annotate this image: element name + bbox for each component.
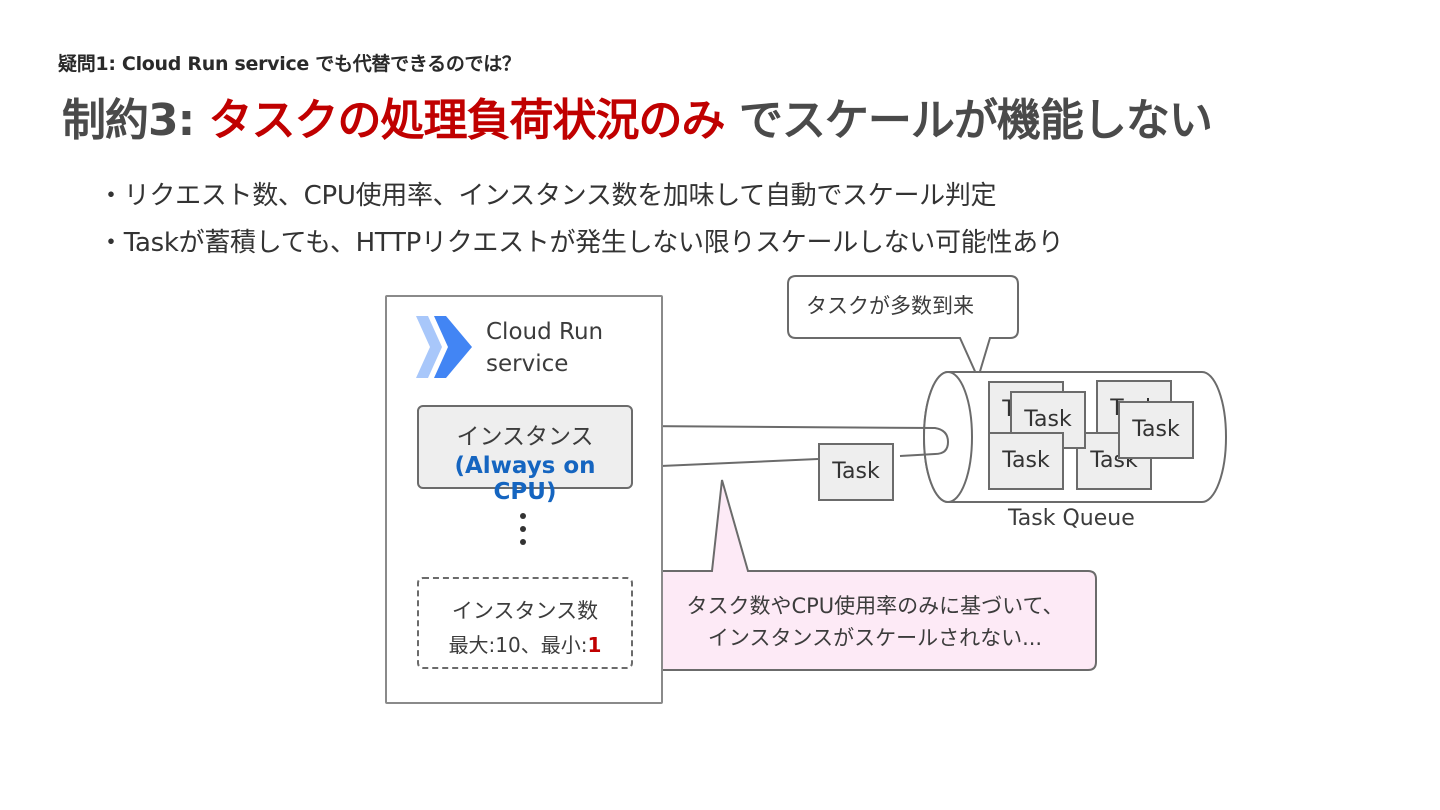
bullet-item: ・リクエスト数、CPU使用率、インスタンス数を加味して自動でスケール判定 bbox=[98, 181, 997, 211]
title-highlight: タスクの処理負荷状況のみ bbox=[208, 95, 726, 146]
vertical-ellipsis-icon bbox=[520, 513, 526, 545]
title-prefix: 制約3: bbox=[62, 95, 209, 146]
service-name-line1: Cloud Run bbox=[486, 319, 604, 345]
service-name-line2: service bbox=[486, 351, 569, 377]
instance-box: インスタンス (Always on CPU) bbox=[417, 405, 633, 505]
queue-task: Task bbox=[988, 432, 1064, 490]
slide-subtitle: 疑問1: Cloud Run service でも代替できるのでは？ bbox=[58, 53, 521, 75]
bubble-top-shape bbox=[787, 275, 1019, 381]
bubble-bottom-text: タスク数やCPU使用率のみに基づいて、 インスタンスがスケールされない... bbox=[660, 590, 1090, 654]
fetch-pipe-bottom bbox=[637, 458, 819, 468]
title-suffix: でスケールが機能しない bbox=[724, 95, 1213, 146]
instance-count-label: インスタンス数 bbox=[451, 599, 599, 623]
service-name: Cloud Run service bbox=[486, 316, 603, 380]
instance-count-min: 1 bbox=[587, 633, 602, 657]
slide-title: 制約3: タスクの処理負荷状況のみ でスケールが機能しない bbox=[62, 84, 1213, 148]
instance-mode: (Always on CPU) bbox=[454, 453, 596, 505]
queue-task: Task bbox=[1118, 401, 1194, 459]
cloud-run-logo-icon bbox=[416, 316, 472, 378]
bubble-bottom-line2: インスタンスがスケールされない... bbox=[707, 626, 1043, 650]
bubble-top-text: タスクが多数到来 bbox=[806, 294, 974, 318]
instance-count-range: 最大:10、最小:1 bbox=[419, 629, 631, 658]
fetch-pipe-top bbox=[633, 425, 950, 457]
instance-count-box: インスタンス数 最大:10、最小:1 bbox=[417, 577, 633, 669]
instance-label: インスタンス bbox=[456, 424, 594, 450]
bubble-bottom-line1: タスク数やCPU使用率のみに基づいて、 bbox=[686, 594, 1064, 618]
instance-count-range-text: 最大:10、最小: bbox=[448, 633, 588, 657]
bullet-item: ・Taskが蓄積しても、HTTPリクエストが発生しない限りスケールしない可能性あ… bbox=[98, 228, 1064, 258]
queue-label: Task Queue bbox=[1008, 506, 1135, 531]
moving-task: Task bbox=[818, 443, 894, 501]
